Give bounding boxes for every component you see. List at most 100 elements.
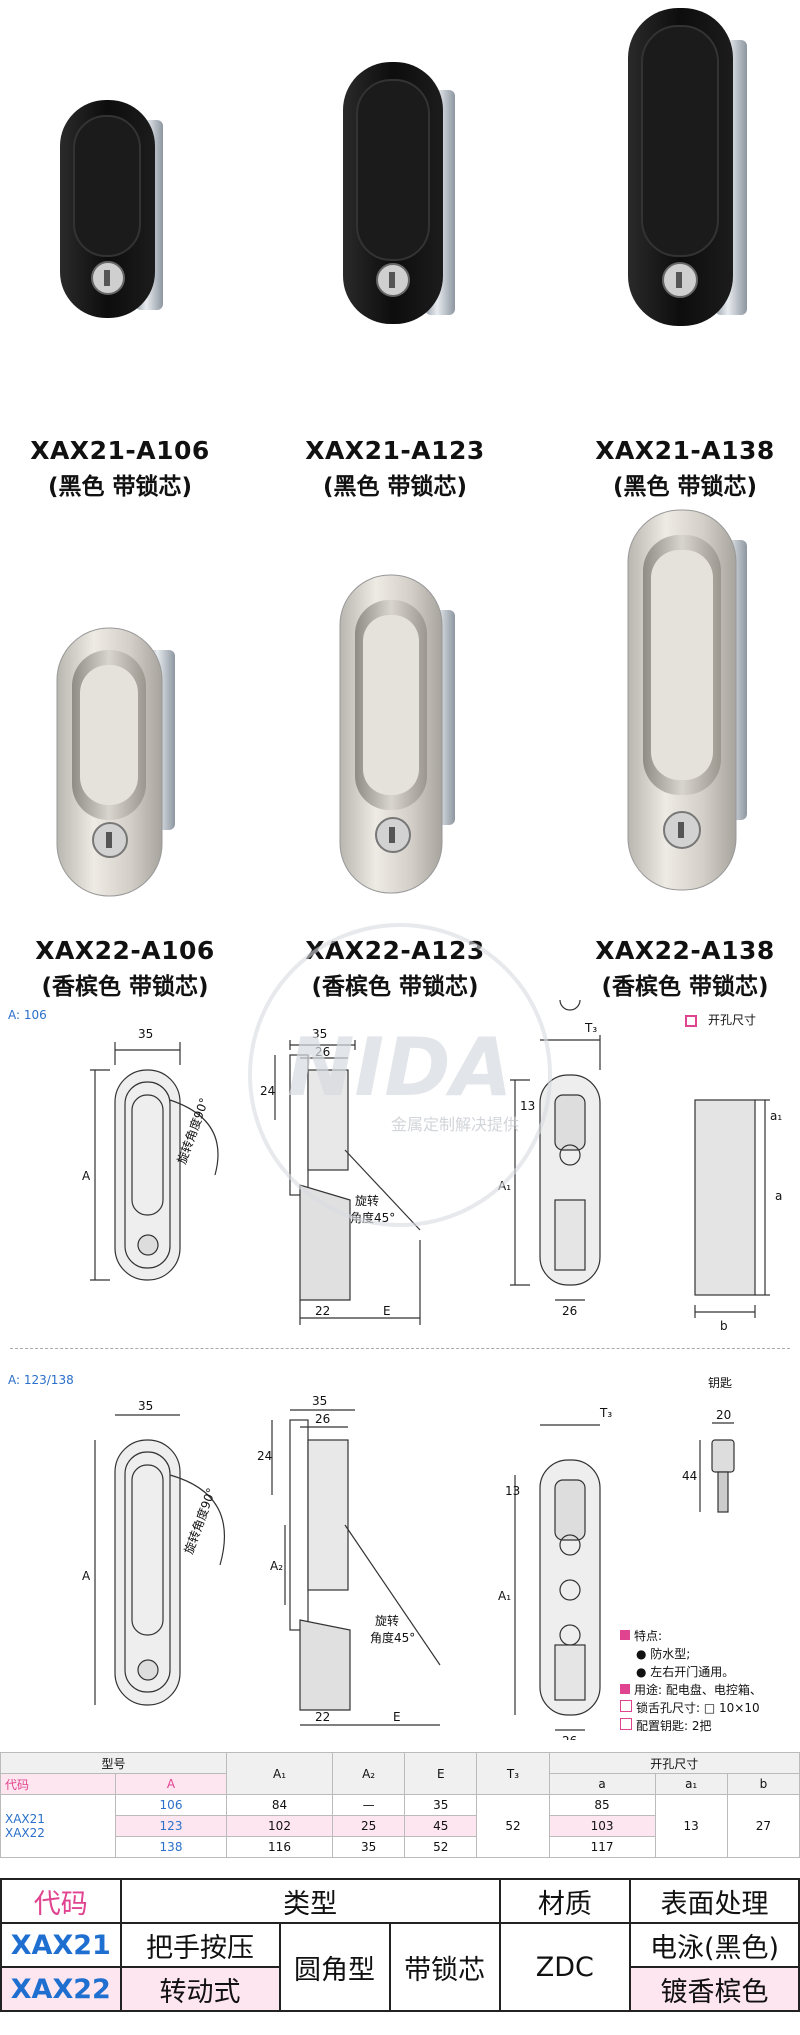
spec-h-e: E: [404, 1752, 478, 1795]
spec-h-A: A: [115, 1773, 227, 1795]
d1-cutout-label: 开孔尺寸: [708, 1013, 756, 1027]
watermark-logo: NIDA 金属定制解决提供: [248, 923, 552, 1227]
spec-h-b: b: [726, 1773, 800, 1795]
photo-xax22-a123: [339, 574, 455, 894]
spec-h-cut: 开孔尺寸: [548, 1752, 800, 1774]
sum-lock: 带锁芯: [388, 1922, 501, 2012]
table-cell: 35: [331, 1836, 406, 1858]
d2-E: E: [393, 1710, 401, 1724]
d2-T3: T₃: [599, 1406, 612, 1420]
watermark-text: NIDA: [287, 1021, 512, 1114]
spec-t3: 52: [476, 1794, 550, 1858]
sum-code-2: XAX22: [0, 1966, 122, 2012]
photo-xax21-a123: [343, 62, 455, 324]
product-note-1: (黑色 带锁芯): [47, 474, 193, 500]
product-note-3: (黑色 带锁芯): [612, 474, 758, 500]
watermark-sub: 金属定制解决提供: [391, 1115, 519, 1134]
sum-type-1: 把手按压: [119, 1922, 281, 1968]
spec-h-a2: A₂: [331, 1752, 406, 1795]
product-note-6: (香槟色 带锁芯): [601, 974, 769, 1000]
d2-key-label: 钥匙: [708, 1376, 732, 1390]
d1-E: E: [383, 1304, 391, 1318]
d2-26b: 26: [562, 1734, 577, 1740]
product-model-3: XAX21-A138: [595, 436, 775, 465]
spec-h-a: a: [548, 1773, 656, 1795]
features-usage: 用途: 配电盘、电控箱、: [620, 1681, 798, 1699]
d1-T3: T₃: [584, 1021, 597, 1035]
product-note-5: (香槟色 带锁芯): [311, 974, 479, 1000]
spec-a1: 13: [654, 1794, 728, 1858]
diagram2-label: A: 123/138: [8, 1373, 74, 1387]
d1-A1: A₁: [498, 1179, 511, 1193]
product-model-6: XAX22-A138: [595, 936, 775, 965]
spec-b: 27: [726, 1794, 800, 1858]
d2-rot45b: 角度45°: [370, 1630, 415, 1645]
diagram-123-138: 35 A 旋转角度90° 35 26 24 A₂ 旋转 角度45° 22 E T…: [82, 1376, 735, 1740]
diagram-106: 35 A 旋转角度90° 35 26 24 旋转 角度45° 22 E T₃ 1…: [82, 1000, 782, 1333]
d1-35b: 35: [312, 1027, 327, 1041]
table-cell: 84: [226, 1794, 333, 1816]
features-title: 特点:: [620, 1627, 798, 1645]
product-note-2: (黑色 带锁芯): [322, 474, 468, 500]
d1-26b: 26: [562, 1304, 577, 1318]
product-model-2: XAX21-A123: [305, 436, 485, 465]
d2-35a: 35: [138, 1399, 153, 1413]
d1-35a: 35: [138, 1027, 153, 1041]
product-note-4: (香槟色 带锁芯): [41, 974, 209, 1000]
table-row-A: 123: [115, 1815, 227, 1837]
sum-surface-1: 电泳(黑色): [629, 1922, 800, 1968]
d1-a1: a₁: [770, 1109, 782, 1123]
product-model-4: XAX22-A106: [35, 936, 215, 965]
d2-22: 22: [315, 1710, 330, 1724]
photo-xax21-a106: [60, 100, 163, 318]
photo-xax22-a106: [56, 627, 175, 897]
table-row-A: 138: [115, 1836, 227, 1858]
d1-24: 24: [260, 1084, 275, 1098]
product-photos: [56, 8, 747, 897]
d2-13: 13: [505, 1484, 520, 1498]
spec-h-a1-cut: a₁: [654, 1773, 728, 1795]
table-cell: —: [331, 1794, 406, 1816]
d2-A1: A₁: [498, 1589, 511, 1603]
d1-26: 26: [315, 1045, 330, 1059]
sum-surface-2: 镀香槟色: [629, 1966, 800, 2012]
features-box: 特点: ● 防水型; ● 左右开门通用。 用途: 配电盘、电控箱、 锁舌孔尺寸:…: [620, 1627, 798, 1735]
table-cell: 102: [226, 1815, 333, 1837]
photo-xax22-a138: [627, 509, 747, 891]
summary-table: 代码 类型 材质 表面处理 XAX21 把手按压 圆角型 带锁芯 ZDC 电泳(…: [0, 1878, 800, 2012]
diagram1-label: A: 106: [8, 1008, 47, 1022]
sum-h-type: 类型: [119, 1878, 501, 1924]
d2-35b: 35: [312, 1394, 327, 1408]
sum-material: ZDC: [498, 1922, 632, 2012]
table-cell: 45: [404, 1815, 478, 1837]
features-tongue: 锁舌孔尺寸: □ 10×10: [620, 1699, 798, 1717]
photo-xax21-a138: [628, 8, 747, 326]
d1-22: 22: [315, 1304, 330, 1318]
sum-type-2: 转动式: [119, 1966, 281, 2012]
sum-h-surface: 表面处理: [629, 1878, 800, 1924]
spec-h-model: 型号: [0, 1752, 227, 1774]
features-keys: 配置钥匙: 2把: [620, 1717, 798, 1735]
d2-rot45a: 旋转: [375, 1613, 399, 1628]
table-cell: 116: [226, 1836, 333, 1858]
d2-20: 20: [716, 1408, 731, 1422]
spec-h-code: 代码: [0, 1773, 116, 1795]
d1-A: A: [82, 1169, 91, 1183]
sum-code-1: XAX21: [0, 1922, 122, 1968]
table-cell: 85: [548, 1794, 656, 1816]
d1-b: b: [720, 1319, 728, 1333]
sum-h-code: 代码: [0, 1878, 122, 1924]
spec-h-a1: A₁: [226, 1752, 333, 1795]
d2-44: 44: [682, 1469, 697, 1483]
d2-rot90: 旋转角度90°: [181, 1486, 219, 1556]
product-model-1: XAX21-A106: [30, 436, 210, 465]
table-cell: 35: [404, 1794, 478, 1816]
spec-h-t3: T₃: [476, 1752, 550, 1795]
section-divider: [10, 1348, 790, 1349]
d2-A: A: [82, 1569, 91, 1583]
d1-13: 13: [520, 1099, 535, 1113]
sum-h-material: 材质: [498, 1878, 632, 1924]
table-cell: 52: [404, 1836, 478, 1858]
